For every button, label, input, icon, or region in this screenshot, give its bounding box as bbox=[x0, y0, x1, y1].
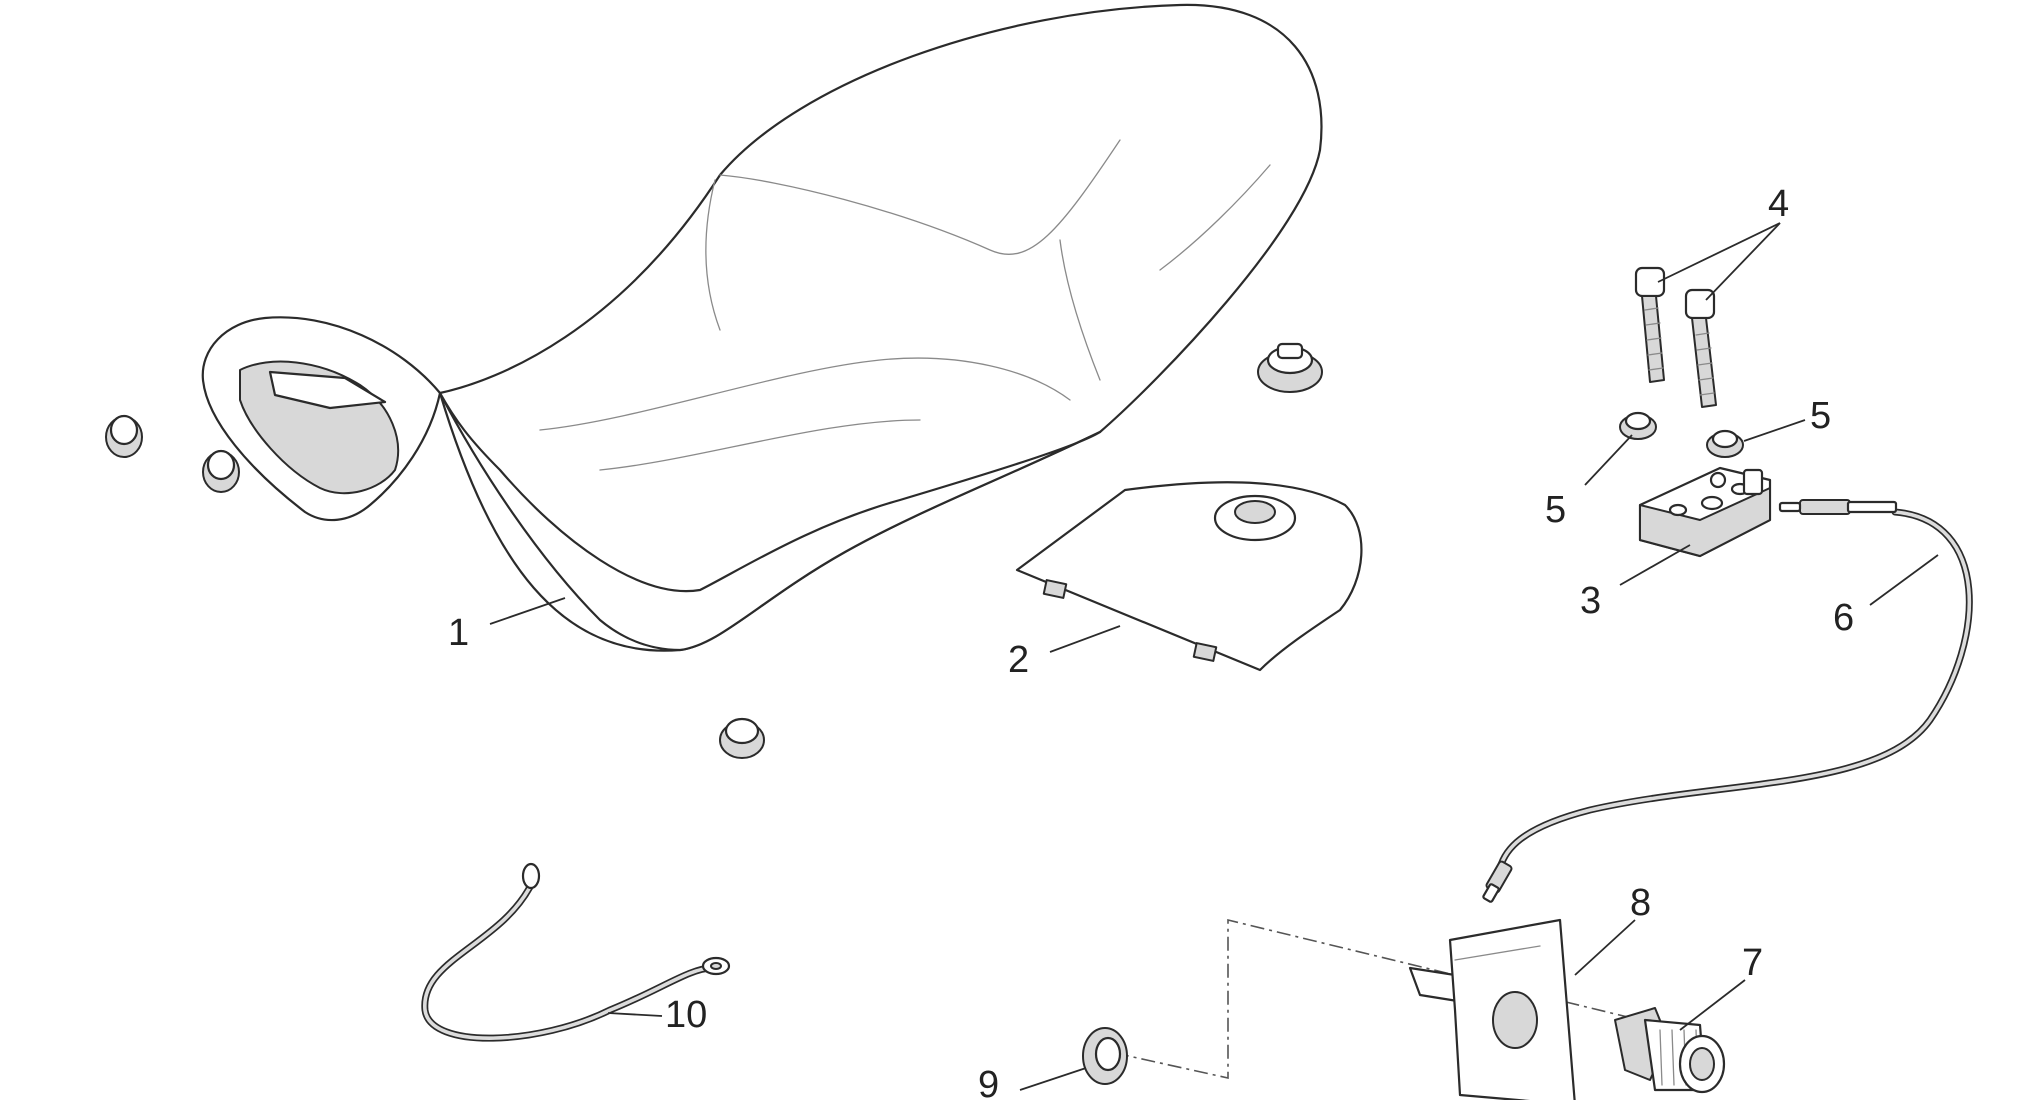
washer-part-5-left bbox=[1619, 411, 1657, 440]
seat-latch-part-3 bbox=[1638, 466, 1772, 558]
svg-text:2: 2 bbox=[1008, 639, 1029, 681]
callout-6: 6 bbox=[1833, 554, 1939, 639]
callout-7: 7 bbox=[1679, 942, 1763, 1031]
rubber-grommet-left-2 bbox=[202, 449, 240, 493]
callout-9: 9 bbox=[978, 1064, 1087, 1100]
safety-cable-part-10 bbox=[421, 862, 731, 1042]
svg-text:5: 5 bbox=[1810, 395, 1831, 437]
callout-5-right: 5 bbox=[1743, 395, 1831, 442]
rubber-grommet-left-1 bbox=[105, 414, 143, 458]
callout-1: 1 bbox=[448, 597, 566, 654]
release-cable-part-6 bbox=[1482, 499, 1973, 903]
ring-nut-part-9 bbox=[1082, 1027, 1128, 1085]
assembly-axis-line bbox=[1114, 918, 1641, 1079]
screw-part-4-right bbox=[1684, 288, 1717, 408]
callout-4: 4 bbox=[1657, 183, 1789, 301]
svg-text:8: 8 bbox=[1630, 882, 1651, 924]
svg-text:7: 7 bbox=[1742, 942, 1763, 984]
lock-bracket-part-8 bbox=[1408, 918, 1576, 1100]
seat-base-plate-part-2 bbox=[1015, 481, 1363, 672]
svg-text:4: 4 bbox=[1768, 183, 1789, 225]
rubber-grommet-top bbox=[1257, 342, 1323, 393]
callout-8: 8 bbox=[1574, 882, 1651, 976]
lock-cylinder-part-7 bbox=[1614, 1007, 1726, 1094]
svg-text:9: 9 bbox=[978, 1064, 999, 1100]
callout-3: 3 bbox=[1580, 544, 1691, 622]
callout-5-left: 5 bbox=[1545, 434, 1633, 531]
screw-part-4-left bbox=[1634, 266, 1666, 383]
svg-text:6: 6 bbox=[1833, 597, 1854, 639]
svg-text:3: 3 bbox=[1580, 580, 1601, 622]
svg-text:5: 5 bbox=[1545, 489, 1566, 531]
washer-part-5-right bbox=[1706, 429, 1744, 458]
rubber-grommet-bottom bbox=[719, 717, 765, 759]
seat-part-1 bbox=[201, 3, 1323, 652]
svg-text:1: 1 bbox=[448, 612, 469, 654]
callout-2: 2 bbox=[1008, 625, 1121, 681]
callout-10: 10 bbox=[607, 994, 707, 1036]
svg-text:10: 10 bbox=[665, 994, 707, 1036]
